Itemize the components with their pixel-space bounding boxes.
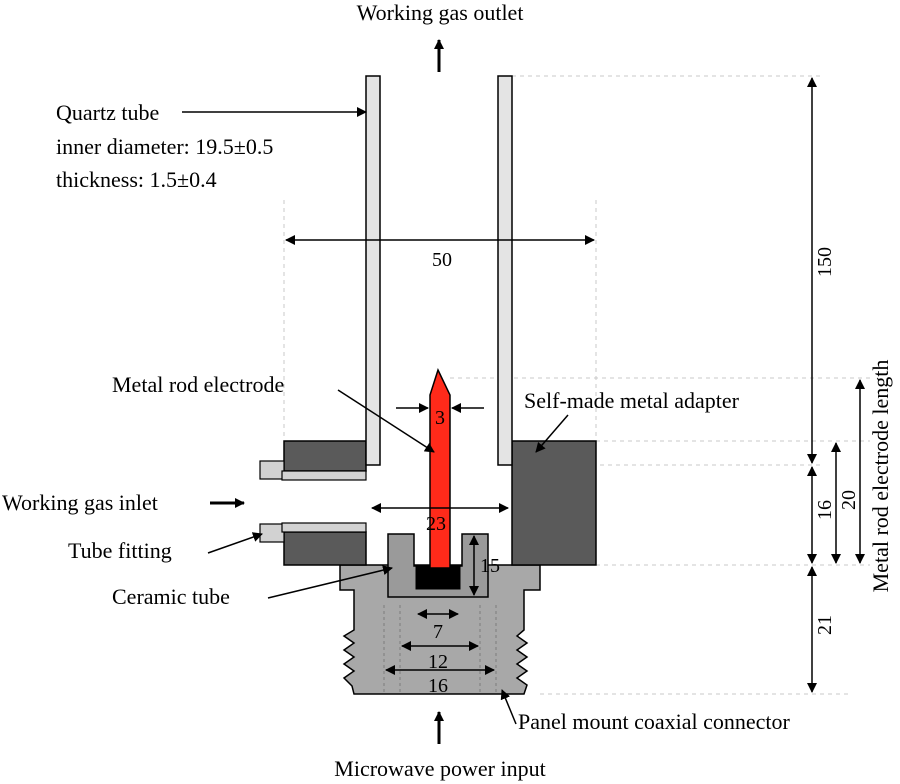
dim-7: 7 [433, 621, 443, 643]
fitting-body-top [281, 470, 367, 481]
fitting-nut-bottom [259, 523, 285, 543]
dim-23: 23 [426, 513, 446, 535]
dim-15: 15 [480, 555, 500, 577]
dimension-arrows [285, 77, 865, 693]
connector-label: Panel mount coaxial connector [518, 709, 791, 734]
leader-electrode [337, 389, 435, 453]
electrode-length-label: Metal rod electrode length [868, 360, 893, 593]
leader-connector [500, 689, 517, 725]
tube-fitting-label: Tube fitting [68, 538, 172, 563]
quartz-tube-right-wall [497, 75, 513, 466]
outlet-label: Working gas outlet [357, 0, 524, 25]
tube-fitting [259, 460, 367, 543]
adapter-right-block [511, 440, 597, 566]
quartz-tube-left-wall [365, 75, 381, 466]
flow-arrows [210, 39, 444, 744]
leader-adapter [535, 414, 569, 453]
leader-ceramic [267, 565, 393, 599]
ceramic-tube [387, 533, 489, 598]
dim-150: 150 [814, 247, 836, 277]
dim-16-outer: 16 [428, 675, 448, 697]
gas-inlet-label: Working gas inlet [2, 490, 158, 515]
adapter-label: Self-made metal adapter [524, 388, 740, 413]
quartz-diameter-label: inner diameter: 19.5±0.5 [56, 134, 273, 159]
quartz-title-label: Quartz tube [56, 100, 159, 125]
adapter-left-top [283, 440, 367, 472]
quartz-thickness-label: thickness: 1.5±0.4 [56, 167, 217, 192]
dim-21: 21 [814, 615, 836, 635]
dim-16-adapter: 16 [814, 500, 836, 520]
dim-12: 12 [428, 651, 448, 673]
metal-adapter [283, 440, 597, 566]
fitting-nut-top [259, 460, 285, 480]
leader-lines [182, 107, 569, 725]
dim-50: 50 [432, 249, 452, 271]
reference-lines [283, 75, 870, 695]
leader-tube-fitting [207, 532, 263, 554]
adapter-left-bottom [283, 531, 367, 566]
ceramic-label: Ceramic tube [112, 584, 230, 609]
fitting-body-bottom [281, 522, 367, 533]
dim-20: 20 [838, 490, 860, 510]
ceramic-insulator [415, 565, 461, 590]
dim-rod-3: 3 [435, 407, 445, 429]
power-input-label: Microwave power input [334, 756, 545, 781]
electrode-label: Metal rod electrode [112, 372, 284, 397]
metal-rod-electrode [429, 367, 451, 569]
